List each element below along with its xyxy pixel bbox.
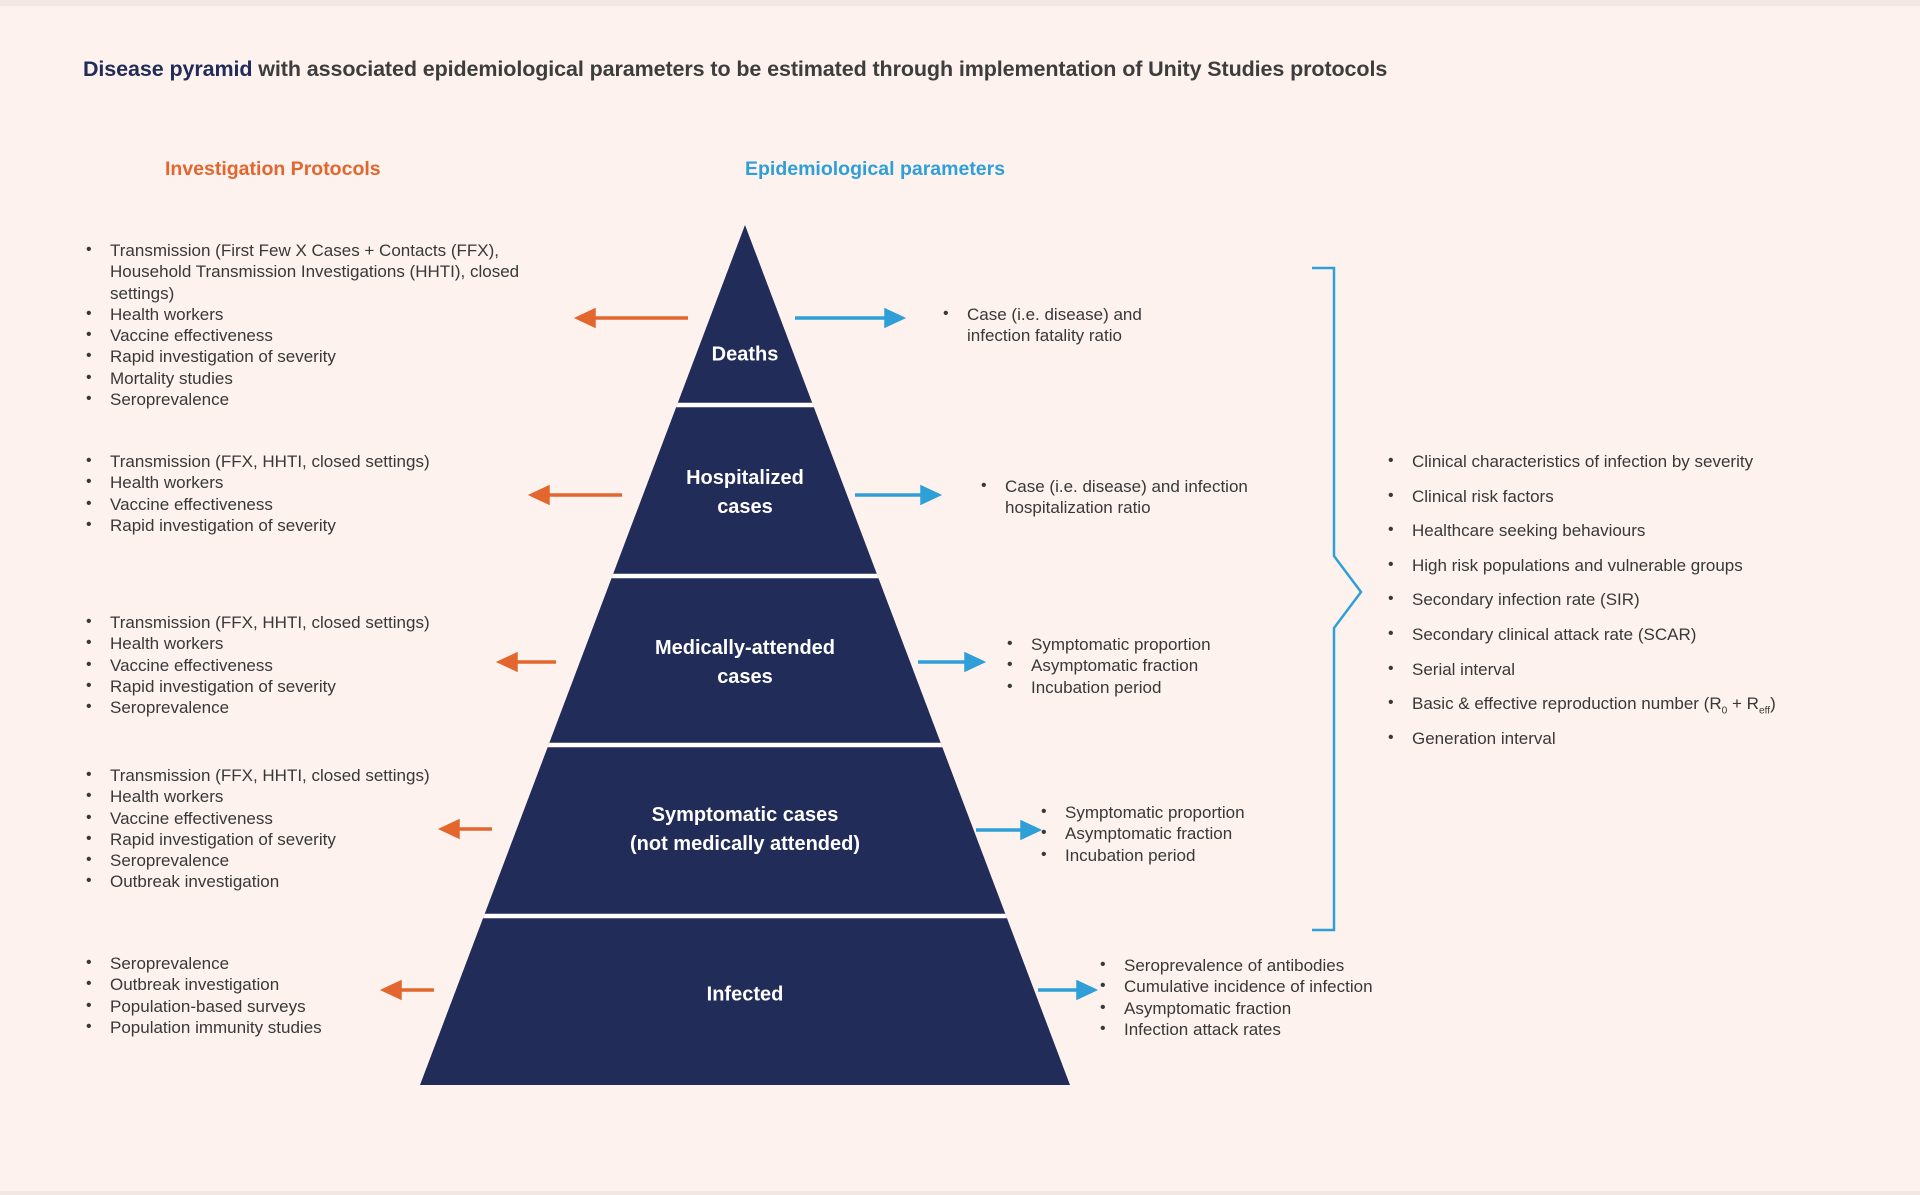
- list-item: Secondary clinical attack rate (SCAR): [1382, 623, 1892, 645]
- parameter-list-deaths: Case (i.e. disease) and infection fatali…: [937, 303, 1177, 347]
- list-item: Health workers: [80, 632, 530, 654]
- list-item: Health workers: [80, 785, 530, 807]
- list-item: Serial interval: [1382, 658, 1892, 680]
- pyramid-shape: [420, 225, 1070, 1085]
- list-item: Asymptomatic fraction: [1094, 997, 1424, 1019]
- right-arrow-icon-infected: [1038, 979, 1099, 1001]
- title-highlight: Disease pyramid: [83, 57, 253, 81]
- list-item: Cumulative incidence of infection: [1094, 975, 1424, 997]
- protocol-list-symptomatic: Transmission (FFX, HHTI, closed settings…: [80, 764, 530, 893]
- list-item: Transmission (FFX, HHTI, closed settings…: [80, 764, 530, 786]
- parameter-list-hospitalized: Case (i.e. disease) and infection hospit…: [975, 475, 1263, 519]
- list-item: Symptomatic proportion: [1035, 801, 1335, 823]
- list-item: Vaccine effectiveness: [80, 324, 530, 346]
- protocol-list-hospitalized: Transmission (FFX, HHTI, closed settings…: [80, 450, 530, 536]
- right-arrow-icon-hospitalized: [855, 484, 943, 506]
- grouped-parameters-list: Clinical characteristics of infection by…: [1382, 450, 1892, 762]
- pyramid-level-label-infected: Infected: [706, 983, 784, 1006]
- pyramid-level-label-symptomatic: Symptomatic cases (not medically attende…: [629, 804, 861, 855]
- list-item: Healthcare seeking behaviours: [1382, 519, 1892, 541]
- pyramid-level-label-hospitalized: Hospitalized cases: [686, 467, 804, 518]
- list-item: Incubation period: [1035, 844, 1335, 866]
- list-item: Seroprevalence: [80, 849, 530, 871]
- list-item: Asymptomatic fraction: [1035, 822, 1335, 844]
- parameter-list-medically-attended: Symptomatic proportionAsymptomatic fract…: [1001, 633, 1301, 698]
- list-item: Population-based surveys: [80, 995, 530, 1017]
- list-item: Clinical characteristics of infection by…: [1382, 450, 1892, 472]
- list-item: Case (i.e. disease) and infection fatali…: [937, 303, 1177, 347]
- list-item: Basic & effective reproduction number (R…: [1382, 692, 1892, 716]
- list-item: Case (i.e. disease) and infection hospit…: [975, 475, 1263, 519]
- left-arrow-icon-deaths: [573, 307, 688, 329]
- title-rest: with associated epidemiological paramete…: [258, 57, 1388, 81]
- list-item: Population immunity studies: [80, 1016, 530, 1038]
- list-item: Outbreak investigation: [80, 973, 530, 995]
- list-item: Transmission (First Few X Cases + Contac…: [80, 239, 530, 304]
- right-arrow-icon-medically-attended: [918, 651, 987, 673]
- list-item: Infection attack rates: [1094, 1018, 1424, 1040]
- list-item: Seroprevalence: [80, 696, 530, 718]
- list-item: Rapid investigation of severity: [80, 675, 530, 697]
- list-item: Seroprevalence: [80, 952, 530, 974]
- list-item: Transmission (FFX, HHTI, closed settings…: [80, 611, 530, 633]
- right-arrow-icon-deaths: [795, 307, 907, 329]
- list-item: High risk populations and vulnerable gro…: [1382, 554, 1892, 576]
- list-item: Health workers: [80, 303, 530, 325]
- list-item: Vaccine effectiveness: [80, 493, 530, 515]
- parameter-list-symptomatic: Symptomatic proportionAsymptomatic fract…: [1035, 801, 1335, 866]
- list-item: Vaccine effectiveness: [80, 654, 530, 676]
- list-item: Health workers: [80, 471, 530, 493]
- right-arrow-icons: [795, 307, 1099, 1001]
- left-arrow-icon-hospitalized: [527, 484, 622, 506]
- list-item: Seroprevalence of antibodies: [1094, 954, 1424, 976]
- list-item: Secondary infection rate (SIR): [1382, 588, 1892, 610]
- list-item: Outbreak investigation: [80, 870, 530, 892]
- brace-icon: [1312, 266, 1363, 932]
- right-arrow-icon-symptomatic: [976, 819, 1043, 841]
- protocol-list-infected: SeroprevalenceOutbreak investigationPopu…: [80, 952, 530, 1038]
- list-item: Generation interval: [1382, 727, 1892, 749]
- list-item: Rapid investigation of severity: [80, 345, 530, 367]
- investigation-protocols-header: Investigation Protocols: [165, 158, 381, 180]
- list-item: Vaccine effectiveness: [80, 807, 530, 829]
- pyramid-level-label-deaths: Deaths: [711, 343, 779, 366]
- list-item: Rapid investigation of severity: [80, 828, 530, 850]
- protocol-list-deaths: Transmission (First Few X Cases + Contac…: [80, 239, 530, 410]
- list-item: Mortality studies: [80, 367, 530, 389]
- list-item: Seroprevalence: [80, 388, 530, 410]
- pyramid-level-label-medically-attended: Medically-attended cases: [654, 637, 836, 688]
- list-item: Asymptomatic fraction: [1001, 654, 1301, 676]
- list-item: Transmission (FFX, HHTI, closed settings…: [80, 450, 530, 472]
- parameter-list-infected: Seroprevalence of antibodiesCumulative i…: [1094, 954, 1424, 1040]
- figure-title: Disease pyramid with associated epidemio…: [83, 57, 1683, 82]
- list-item: Incubation period: [1001, 676, 1301, 698]
- epidemiological-parameters-header: Epidemiological parameters: [745, 158, 1006, 180]
- protocol-list-medically-attended: Transmission (FFX, HHTI, closed settings…: [80, 611, 530, 718]
- list-item: Rapid investigation of severity: [80, 514, 530, 536]
- list-item: Clinical risk factors: [1382, 485, 1892, 507]
- list-item: Symptomatic proportion: [1001, 633, 1301, 655]
